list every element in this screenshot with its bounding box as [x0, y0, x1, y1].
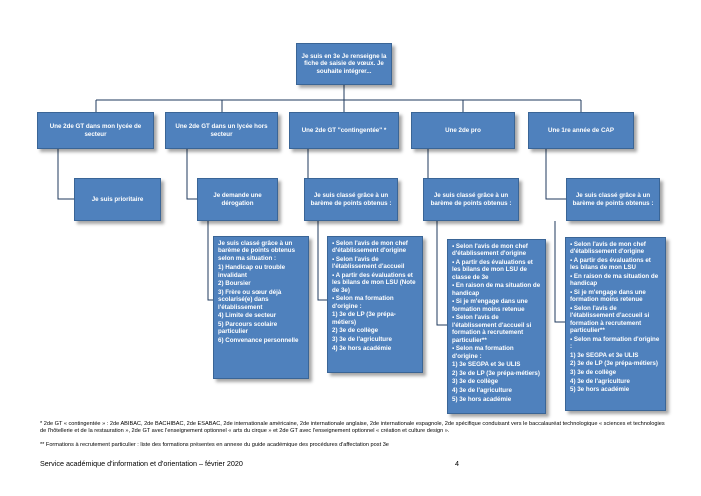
level2-node-bareme-pro: Je suis classé grâce à un barème de poin… — [423, 178, 519, 221]
detail-origin: 3) 3e de collège — [570, 369, 617, 376]
detail-item: 3) Frère ou sœur déjà scolarisé(e) dans … — [218, 288, 282, 311]
detail-origin: 4) 3e hors académie — [332, 344, 392, 352]
level2-text: Je suis classé grâce à un barème de poin… — [310, 192, 392, 207]
level2-node-bareme-cap: Je suis classé grâce à un barème de poin… — [566, 178, 660, 221]
detail-item: 4) Limite de secteur — [218, 312, 277, 320]
detail-intro: Je suis classé grâce à un barème de poin… — [218, 240, 296, 262]
detail-item: 2) Boursier — [218, 280, 251, 288]
root-node: Je suis en 3e Je renseigne la fiche de s… — [296, 43, 392, 85]
footnote-contingentee: * 2de GT « contingentée » : 2de ABIBAC, … — [40, 421, 665, 434]
level1-text: Une 2de GT "contingentée" * — [301, 126, 387, 134]
level1-node-2de-pro: Une 2de pro — [411, 112, 515, 149]
footer-service: Service académique d'information et d'or… — [40, 459, 243, 468]
level2-text: Je suis classé grâce à un barème de poin… — [572, 192, 654, 207]
detail-origin: 3) 3e de l'agriculture — [332, 336, 392, 343]
level1-node-cap: Une 1re année de CAP — [528, 112, 634, 149]
detail-origin: 3) 3e de collège — [452, 378, 499, 386]
detail-origin: 4) 3e de l'agriculture — [452, 387, 512, 394]
detail-origin: 2) 3e de LP (3e prépa-métiers) — [570, 360, 658, 368]
level2-node-bareme-contingentee: Je suis classé grâce à un barème de poin… — [304, 178, 398, 221]
level1-text: Une 1re année de CAP — [547, 126, 615, 134]
detail-cap: ▪ Selon l'avis de mon chef d'établisseme… — [565, 237, 666, 411]
detail-item: ▪ Selon l'avis de mon chef d'établisseme… — [332, 240, 408, 255]
detail-origin: 4) 3e de l'agriculture — [570, 377, 630, 385]
page-number: 4 — [455, 459, 459, 468]
detail-item: 6) Convenance personnelle — [218, 336, 299, 344]
level1-node-contingentee: Une 2de GT "contingentée" * — [289, 112, 399, 149]
detail-item: 5) Parcours scolaire particulier — [218, 320, 278, 336]
detail-item: ▪ Selon ma formation d'origine : — [452, 345, 514, 360]
level2-node-derogation: Je demande une dérogation — [197, 178, 278, 221]
detail-item: ▪ Si je m'engage dans une formation moin… — [570, 289, 646, 304]
detail-item: 1) Handicap ou trouble invalidant — [218, 264, 286, 279]
detail-2de-pro: ▪ Selon l'avis de mon chef d'établisseme… — [447, 239, 546, 414]
detail-item: ▪ En raison de ma situation de handicap — [570, 273, 659, 288]
level1-text: Une 2de GT dans mon lycée de secteur — [49, 123, 142, 138]
detail-item: ▪ Selon l'avis de mon chef d'établisseme… — [570, 241, 646, 256]
level1-node-hors-secteur: Une 2de GT dans un lycée hors secteur — [165, 112, 278, 149]
footnote-recrutement: ** Formations à recrutement particulier … — [40, 442, 389, 448]
detail-item: ▪ A partir des évaluations et les bilans… — [570, 257, 651, 272]
detail-origin: 2) 3e de collège — [332, 327, 379, 335]
detail-origin: 5) 3e hors académie — [570, 386, 630, 394]
level2-text: Je suis prioritaire — [91, 195, 144, 203]
detail-item: ▪ A partir des évaluations et les bilans… — [332, 272, 416, 294]
detail-origin: 5) 3e hors académie — [452, 395, 512, 403]
detail-item: ▪ Selon ma formation d'origine : — [332, 295, 394, 310]
detail-origin: 2) 3e de LP (3e prépa-métiers) — [452, 369, 540, 377]
level1-node-secteur: Une 2de GT dans mon lycée de secteur — [37, 112, 154, 149]
detail-derogation: Je suis classé grâce à un barème de poin… — [213, 236, 309, 379]
detail-item: ▪ A partir des évaluations et les bilans… — [452, 259, 533, 281]
detail-origin: 1) 3e de LP (3e prépa-métiers) — [332, 311, 396, 326]
root-text: Je suis en 3e Je renseigne la fiche de s… — [301, 52, 387, 75]
detail-item: ▪ En raison de ma situation de handicap — [452, 282, 541, 297]
detail-contingentee: ▪ Selon l'avis de mon chef d'établisseme… — [327, 236, 423, 373]
detail-item: ▪ Selon l'avis de l'établissement d'accu… — [332, 256, 405, 271]
detail-item: ▪ Selon ma formation d'origine : — [570, 335, 660, 351]
detail-origin: 1) 3e SEGPA et 3e ULIS — [452, 361, 521, 369]
level2-text: Je suis classé grâce à un barème de poin… — [430, 192, 512, 207]
detail-origin: 1) 3e SEGPA et 3e ULIS — [570, 351, 639, 359]
detail-item: ▪ Selon l'avis de l'établissement d'accu… — [570, 305, 650, 335]
detail-item: ▪ Selon l'avis de l'établissement d'accu… — [452, 314, 532, 344]
level2-text: Je demande une dérogation — [213, 192, 262, 207]
detail-item: ▪ Selon l'avis de mon chef d'établisseme… — [452, 243, 528, 258]
level2-node-prioritaire: Je suis prioritaire — [74, 178, 161, 221]
level1-text: Une 2de pro — [445, 126, 481, 134]
level1-text: Une 2de GT dans un lycée hors secteur — [175, 123, 268, 138]
detail-item: ▪ Si je m'engage dans une formation moin… — [452, 298, 528, 313]
